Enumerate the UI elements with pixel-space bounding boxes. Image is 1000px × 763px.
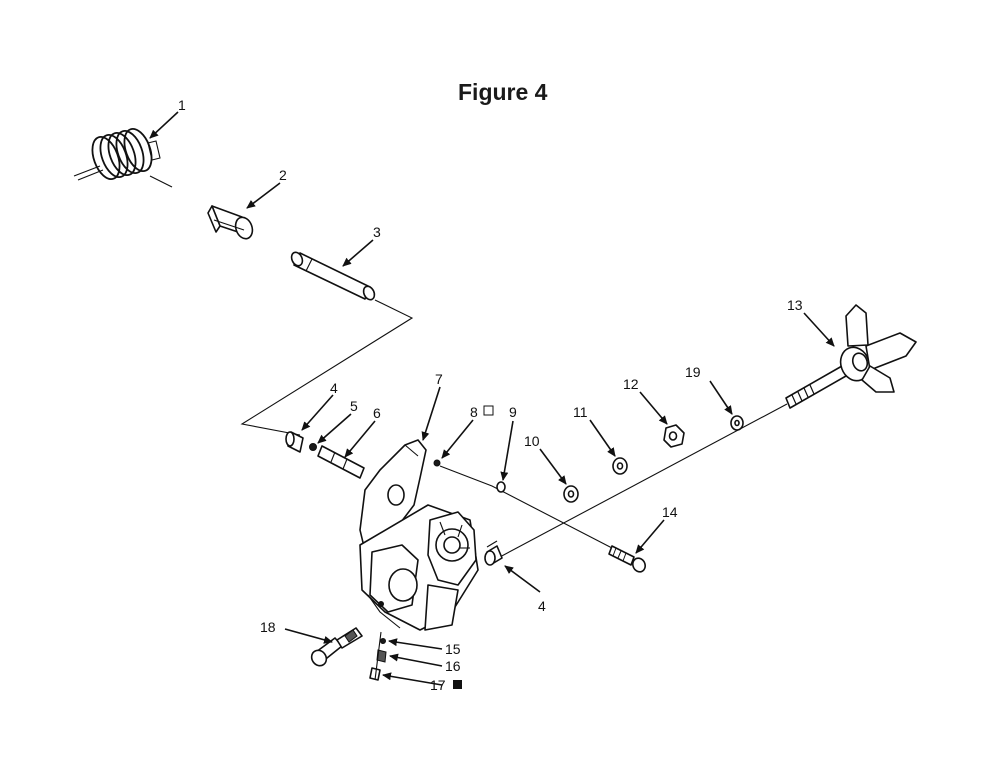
- part-15-ball: [380, 638, 386, 644]
- callout-13: 13: [787, 297, 803, 313]
- arrow-3: [342, 239, 374, 267]
- callout-15: 15: [445, 641, 461, 657]
- part-16-spring: [376, 649, 387, 663]
- callout-6: 6: [373, 405, 381, 421]
- centerline-screw-14: [439, 465, 613, 549]
- callout-9: 9: [509, 404, 517, 420]
- callout-2: 2: [279, 167, 287, 183]
- solid-square-icon: [453, 680, 462, 689]
- part-7-bracket-arm: [359, 439, 479, 631]
- arrow-5: [317, 413, 352, 444]
- arrow-17: [382, 672, 443, 686]
- callout-12: 12: [623, 376, 639, 392]
- callout-14: 14: [662, 504, 678, 520]
- arrow-18: [284, 628, 333, 644]
- callout-4-right: 4: [538, 598, 546, 614]
- figure-title: Figure 4: [458, 79, 548, 105]
- arrow-6: [344, 420, 376, 458]
- arrow-14: [635, 519, 665, 554]
- callout-7: 7: [435, 371, 443, 387]
- part-4-bushing-left: [285, 431, 304, 453]
- arrow-15: [388, 638, 443, 650]
- part-18-plunger: [310, 627, 363, 667]
- part-6-shaft: [317, 445, 365, 479]
- part-13-star-knob: [785, 304, 917, 409]
- arrow-4b: [504, 565, 541, 593]
- arrow-13: [803, 312, 835, 347]
- callout-arrows: [149, 111, 835, 686]
- part-19-washer: [730, 415, 744, 431]
- part-3-pivot-pin: [290, 251, 376, 301]
- arrow-12: [639, 391, 668, 425]
- arrow-1: [149, 111, 179, 139]
- arrow-2: [246, 182, 281, 209]
- callout-18: 18: [260, 619, 276, 635]
- part-11-washer: [612, 457, 628, 475]
- arrow-16: [389, 653, 443, 667]
- arrow-10: [539, 448, 567, 485]
- callout-17: 17: [430, 677, 446, 693]
- callout-5: 5: [350, 398, 358, 414]
- callout-4-left: 4: [330, 380, 338, 396]
- part-9-small-washer: [496, 481, 506, 493]
- centerline-washers: [486, 540, 498, 548]
- callout-3: 3: [373, 224, 381, 240]
- callout-1: 1: [178, 97, 186, 113]
- centerline-knob: [497, 403, 788, 559]
- arrow-11: [589, 419, 616, 457]
- centerline-detent: [374, 631, 382, 681]
- hollow-square-icon: [483, 405, 494, 416]
- arrow-9: [500, 420, 514, 481]
- callout-10: 10: [524, 433, 540, 449]
- assembly-centerline-upper: [240, 299, 414, 436]
- callout-19: 19: [685, 364, 701, 380]
- part-14-screw: [608, 545, 646, 573]
- callout-16: 16: [445, 658, 461, 674]
- part-8-set-screw: [433, 459, 441, 467]
- arrow-4a: [301, 394, 334, 431]
- arrow-7: [421, 386, 441, 441]
- part-4-bushing-right: [484, 545, 503, 566]
- callout-11: 11: [573, 404, 588, 420]
- arrow-8: [441, 419, 474, 459]
- arrow-19: [709, 380, 733, 415]
- callout-labels: 1 2 3 4 5 6 7 8 9 10 11 12 13 19 14 4 18…: [178, 97, 803, 693]
- part-1-torsion-spring: [73, 128, 173, 188]
- part-5-retaining-ring: [309, 443, 317, 451]
- part-12-hex-nut: [663, 424, 685, 448]
- part-2-bushing: [207, 205, 254, 240]
- part-10-washer: [563, 485, 579, 503]
- callout-8: 8: [470, 404, 478, 420]
- part-17-set-screw: [369, 667, 381, 681]
